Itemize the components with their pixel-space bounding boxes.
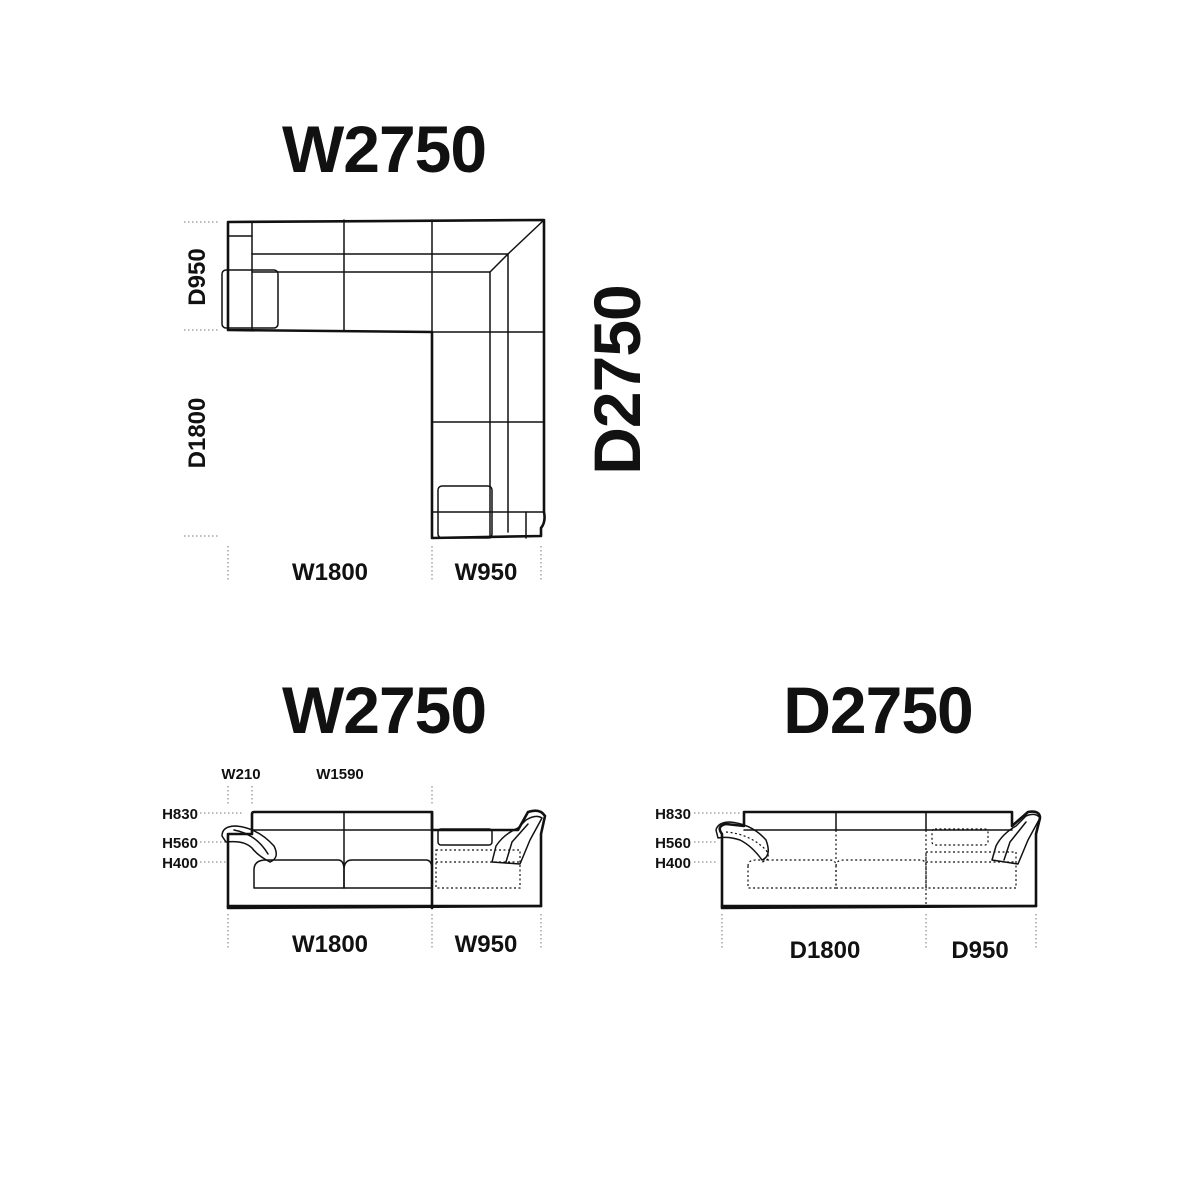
plan-total-width-label: W2750: [282, 112, 486, 186]
front-title-label: W2750: [282, 673, 486, 747]
front-corner-back-cushion-line: [505, 823, 529, 863]
side-height-seat-label: H400: [655, 855, 691, 872]
plan-left-pillow: [221, 269, 279, 329]
plan-width-corner-label: W950: [455, 559, 518, 586]
side-height-back-label: H830: [655, 806, 691, 823]
side-right-back-cushion: [991, 813, 1041, 865]
side-title-label: D2750: [783, 673, 973, 747]
front-corner-back-cushion: [491, 815, 543, 865]
plan-bottom-pillow: [437, 485, 493, 539]
front-width-corner-label: W950: [455, 931, 518, 958]
front-corner-seat-dashed: [435, 849, 521, 889]
plan-depth-seat-label: D950: [184, 248, 211, 305]
plan-depth-chaise-label: D1800: [184, 398, 211, 469]
front-corner-pillow: [437, 828, 493, 846]
side-left-arm-roll: [715, 821, 769, 861]
front-height-back-label: H830: [162, 806, 198, 823]
plan-corner-diagonal-2: [489, 253, 509, 273]
plan-width-main-label: W1800: [292, 559, 368, 586]
side-arm-dashed: [725, 831, 769, 863]
front-arm-width-label: W210: [221, 766, 260, 783]
side-depth-corner-label: D950: [951, 937, 1008, 964]
plan-corner-diagonal: [507, 219, 545, 255]
front-height-seat-label: H400: [162, 855, 198, 872]
side-depth-main-label: D1800: [790, 937, 861, 964]
front-seat-width-label: W1590: [316, 766, 364, 783]
front-left-arm-roll: [221, 825, 277, 863]
plan-view: W2750 D950 D1800 D2750: [184, 112, 654, 586]
side-seat-dashed-3: [925, 851, 1017, 889]
side-seat-dashed-2: [835, 859, 927, 889]
side-view: D2750 H830 H560 H400 D1800 D950: [655, 673, 1042, 964]
front-seat-cushion-2: [343, 859, 433, 889]
plan-sofa-outline: [226, 218, 546, 540]
side-height-arm-label: H560: [655, 835, 691, 852]
plan-total-depth-label: D2750: [580, 285, 654, 475]
front-left-arm-roll-line: [233, 829, 269, 855]
side-right-back-cushion-line: [1003, 821, 1027, 861]
side-pillow-dashed: [931, 828, 989, 846]
front-view: W2750 W210 W1590 H830 H560 H400: [162, 673, 547, 958]
front-height-arm-label: H560: [162, 835, 198, 852]
front-width-main-label: W1800: [292, 931, 368, 958]
